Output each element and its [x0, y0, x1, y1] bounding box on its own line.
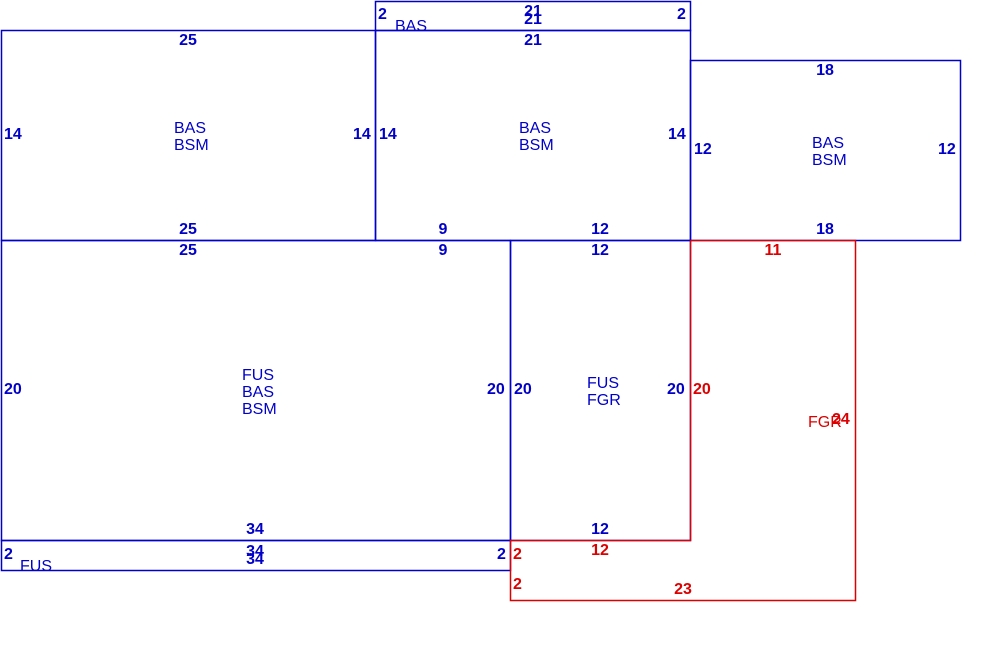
garage-dim-left-step: 2 — [513, 546, 522, 563]
room-d-name-line-2: BAS — [242, 384, 275, 401]
room-c-name-line-1: BAS — [812, 135, 845, 152]
room-c-name-line-2: BSM — [812, 152, 847, 169]
garage-dim-right: 24 — [832, 411, 850, 428]
garage-name: FGR — [808, 414, 842, 431]
garage-dim-left-upper: 20 — [693, 381, 711, 398]
room-d-dim-bottom: 34 — [246, 521, 264, 538]
top-strip-name: BAS — [395, 18, 428, 35]
room-c-dim-left: 12 — [694, 141, 712, 158]
room-b-dim-top: 21 — [524, 32, 542, 49]
top-strip-dim-left: 2 — [378, 6, 387, 23]
room-e-dim-bottom: 12 — [591, 521, 609, 538]
room-d-name-line-1: FUS — [242, 367, 274, 384]
room-b-dim-bottom-right: 12 — [591, 221, 609, 238]
room-c-dim-bottom: 18 — [816, 221, 834, 238]
garage-dim-step: 12 — [591, 542, 609, 559]
bottom-strip-name: FUS — [20, 558, 52, 575]
room-e-name-line-2: FGR — [587, 392, 621, 409]
room-a-dim-right: 14 — [353, 126, 371, 143]
room-a-name-line-1: BAS — [174, 120, 207, 137]
room-d-dim-top: 25 — [179, 242, 197, 259]
room-e-dim-right: 20 — [667, 381, 685, 398]
room-d-dim-left: 20 — [4, 381, 22, 398]
room-b-name-line-2: BSM — [519, 137, 554, 154]
bottom-strip-dim-bottom: 34 — [246, 551, 264, 568]
room-a-name-line-2: BSM — [174, 137, 209, 154]
room-a-dim-bottom: 25 — [179, 221, 197, 238]
room-c-dim-top: 18 — [816, 62, 834, 79]
top-strip-dim-bottom: 21 — [524, 11, 542, 28]
room-e-dim-left: 20 — [514, 381, 532, 398]
garage-dim-bottom: 23 — [674, 581, 692, 598]
bottom-strip-dim-top: 34 — [246, 543, 264, 560]
room-b-name-line-1: BAS — [519, 120, 552, 137]
top-strip-dim-top: 21 — [524, 3, 542, 20]
top-strip-dim-right: 2 — [677, 6, 686, 23]
room-b-dim-left: 14 — [379, 126, 397, 143]
room-b-dim-right: 14 — [668, 126, 686, 143]
room-d-dim-top-right: 9 — [438, 242, 448, 259]
garage-dim-left-lower: 2 — [513, 576, 522, 593]
room-e-dim-top: 12 — [591, 242, 609, 259]
bottom-strip-dim-right: 2 — [497, 546, 506, 563]
room-d-dim-right: 20 — [487, 381, 505, 398]
room-b-dim-bottom-left: 9 — [438, 221, 448, 238]
room-e-name-line-1: FUS — [587, 375, 619, 392]
garage-outline — [509, 239, 857, 602]
room-a-dim-left: 14 — [4, 126, 22, 143]
room-a-dim-top: 25 — [179, 32, 197, 49]
bottom-strip-dim-left: 2 — [4, 546, 13, 563]
garage-dim-top: 11 — [764, 242, 782, 259]
room-d-name-line-3: BSM — [242, 401, 277, 418]
room-c-dim-right: 12 — [938, 141, 956, 158]
